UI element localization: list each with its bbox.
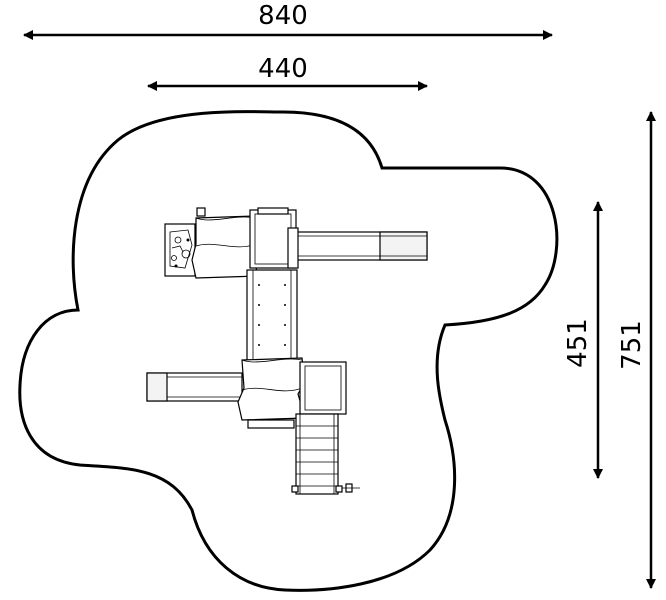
dimension-label-inner-width: 440 — [258, 54, 308, 84]
lower-platform-deck — [247, 361, 347, 429]
activity-panel — [164, 223, 196, 277]
dimension-inner-height: 451 — [563, 201, 603, 479]
dimension-overall-height: 751 — [617, 111, 656, 589]
ladder-steps — [291, 413, 360, 495]
lower-platform-roof — [237, 357, 306, 421]
slide-upper-right — [296, 231, 428, 261]
dimension-inner-width: 440 — [147, 54, 428, 91]
dimension-label-overall-height: 751 — [617, 320, 647, 370]
dimension-label-overall-width: 840 — [258, 1, 308, 31]
slide-lower-left — [146, 372, 243, 402]
upper-platform-roof — [191, 207, 259, 279]
connecting-bridge — [246, 269, 298, 361]
dimension-label-inner-height: 451 — [563, 318, 593, 368]
dimension-overall-width: 840 — [23, 1, 553, 40]
safety-zone-outline — [18, 110, 559, 592]
upper-platform-deck — [249, 207, 299, 269]
